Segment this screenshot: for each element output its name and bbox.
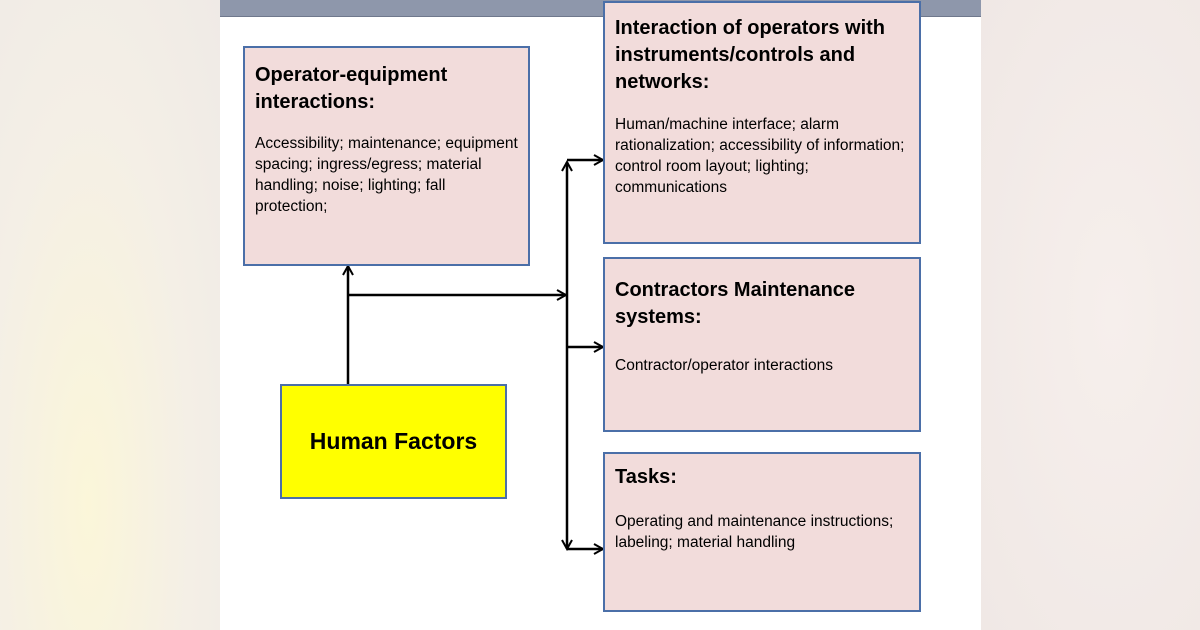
tasks-title: Tasks: xyxy=(615,466,677,488)
operator-equipment-title: Operator-equipment interactions: xyxy=(255,64,448,113)
human-factors-label: Human Factors xyxy=(309,428,478,454)
background-right-panel xyxy=(981,0,1200,630)
operator-equipment-body: Accessibility; maintenance; equipment sp… xyxy=(255,135,518,215)
background-left-panel xyxy=(0,0,220,630)
interaction-operators-title: Interaction of operators with instrument… xyxy=(615,17,886,93)
contractors-box: Contractors Maintenance systems: Contrac… xyxy=(603,257,921,432)
human-factors-box: Human Factors xyxy=(280,384,507,499)
contractors-body: Contractor/operator interactions xyxy=(615,357,833,374)
contractors-title: Contractors Maintenance systems: xyxy=(615,279,856,328)
tasks-box: Tasks: Operating and maintenance instruc… xyxy=(603,452,921,612)
interaction-operators-box: Interaction of operators with instrument… xyxy=(603,1,921,244)
interaction-operators-body: Human/machine interface; alarm rationali… xyxy=(615,116,905,196)
tasks-body: Operating and maintenance instructions; … xyxy=(615,513,894,551)
operator-equipment-box: Operator-equipment interactions: Accessi… xyxy=(243,46,530,266)
